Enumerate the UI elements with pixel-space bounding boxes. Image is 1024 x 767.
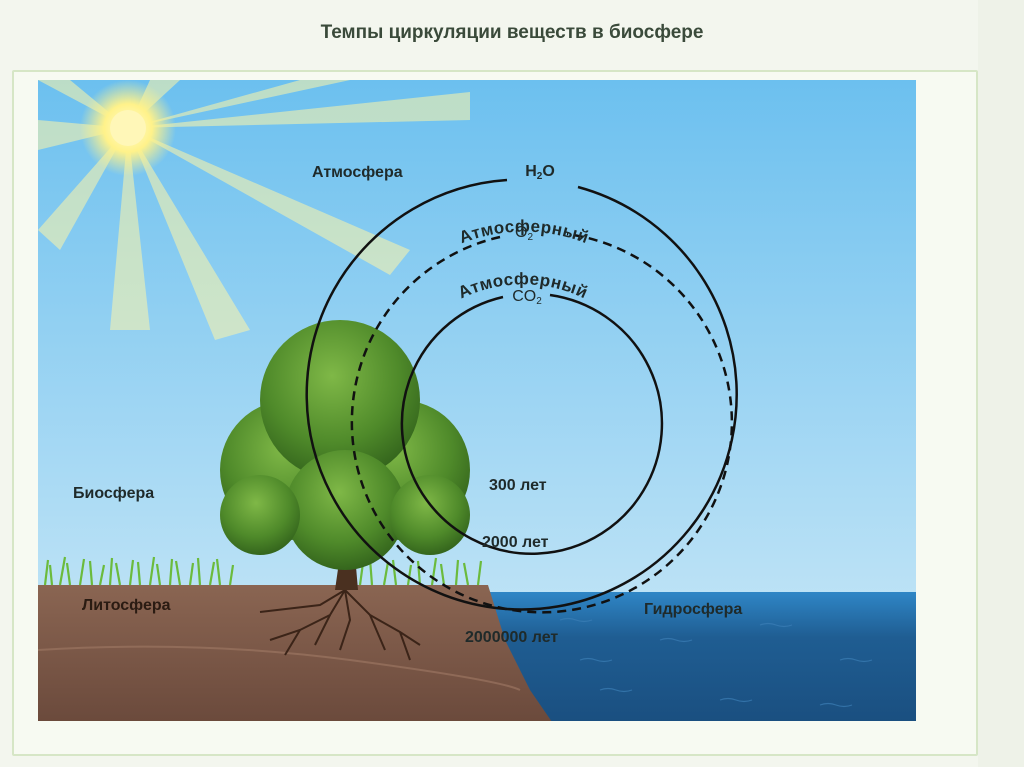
period-2000: 2000 лет xyxy=(482,534,549,551)
co2-formula: CO2 xyxy=(512,288,542,307)
roots-icon xyxy=(259,589,421,661)
ring-o2 xyxy=(350,232,734,614)
hydrosphere-label: Гидросфера xyxy=(644,601,743,618)
biosphere-label: Биосфера xyxy=(73,485,155,502)
period-2000000: 2000000 лет xyxy=(465,629,559,646)
period-300: 300 лет xyxy=(489,477,547,494)
grass-icon xyxy=(43,556,483,586)
lithosphere-label: Литосфера xyxy=(82,597,171,614)
o2-formula: O2 xyxy=(514,224,534,243)
page-title: Темпы циркуляции веществ в биосфере xyxy=(320,22,704,43)
ring-co2 xyxy=(400,293,664,555)
cycle-rings xyxy=(305,178,738,614)
side-panel xyxy=(978,0,1024,767)
sea-waves xyxy=(559,617,873,708)
tree-icon xyxy=(220,320,470,590)
h2o-label: H2O xyxy=(525,163,555,182)
sun-icon xyxy=(110,110,146,146)
atmosphere-label: Атмосфера xyxy=(312,164,403,181)
